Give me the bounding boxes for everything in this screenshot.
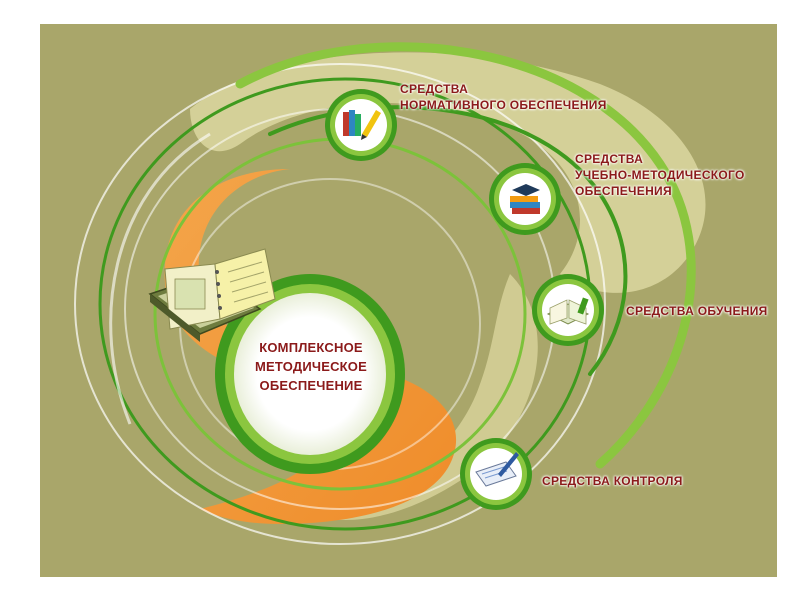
label-normative-line1: СРЕДСТВА	[400, 82, 469, 96]
node-normative	[325, 89, 397, 161]
center-disc	[234, 293, 386, 455]
open-book-icon	[546, 297, 590, 325]
label-control: СРЕДСТВА КОНТРОЛЯ	[542, 473, 683, 489]
label-teaching: СРЕДСТВА ОБУЧЕНИЯ	[626, 303, 768, 319]
books-graduation-cap-icon	[510, 184, 540, 214]
label-control-line1: СРЕДСТВА КОНТРОЛЯ	[542, 474, 683, 488]
outer-ring-white	[74, 63, 606, 545]
label-methodical-line1: СРЕДСТВА	[575, 152, 644, 166]
center-label-line3: ОБЕСПЕЧЕНИЕ	[259, 378, 363, 393]
green-arc-right	[235, 42, 696, 469]
center-label-line2: МЕТОДИЧЕСКОЕ	[255, 359, 367, 374]
green-arc-left	[109, 132, 211, 425]
books-pencil-icon	[343, 110, 381, 140]
label-teaching-line1: СРЕДСТВА ОБУЧЕНИЯ	[626, 304, 768, 318]
node-teaching	[532, 274, 604, 346]
cream-swirl	[190, 52, 706, 293]
node-control	[460, 438, 532, 510]
center-label-line1: КОМПЛЕКСНОЕ	[259, 340, 363, 355]
label-normative-line2: НОРМАТИВНОГО ОБЕСПЕЧЕНИЯ	[400, 98, 607, 112]
label-methodical: СРЕДСТВА УЧЕБНО-МЕТОДИЧЕСКОГО ОБЕСПЕЧЕНИ…	[575, 151, 745, 199]
node-methodical	[489, 163, 561, 235]
notebook-icon	[148, 248, 276, 342]
label-methodical-line2: УЧЕБНО-МЕТОДИЧЕСКОГО	[575, 168, 745, 182]
label-methodical-line3: ОБЕСПЕЧЕНИЯ	[575, 184, 672, 198]
center-label: КОМПЛЕКСНОЕ МЕТОДИЧЕСКОЕ ОБЕСПЕЧЕНИЕ	[236, 338, 386, 395]
diagram-canvas: СРЕДСТВА НОРМАТИВНОГО ОБЕСПЕЧЕНИЯ СРЕДСТ…	[40, 24, 777, 577]
diagram-artwork	[74, 42, 706, 545]
label-normative: СРЕДСТВА НОРМАТИВНОГО ОБЕСПЕЧЕНИЯ	[400, 81, 607, 113]
writing-pad-icon	[475, 452, 519, 487]
